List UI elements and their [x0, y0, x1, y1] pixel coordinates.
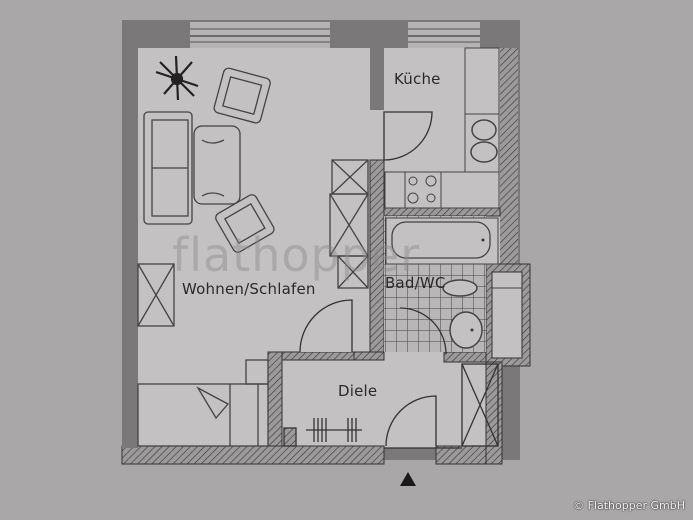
room-label-diele: Diele [338, 382, 378, 400]
room-label-kueche: Küche [394, 70, 441, 88]
plant-icon [155, 55, 199, 101]
room-label-bad: Bad/WC [385, 274, 446, 292]
living-furniture [137, 67, 369, 447]
wall-right-upper [500, 48, 518, 270]
kitchen-fixtures [384, 47, 500, 209]
bathroom [384, 216, 499, 355]
kitchen-door [383, 111, 433, 161]
living-door [299, 299, 353, 353]
windows-top [190, 22, 480, 48]
entrance-arrow-icon [400, 472, 416, 486]
diele-features [283, 363, 499, 449]
room-label-wohnen: Wohnen/Schlafen [182, 280, 316, 298]
copyright-notice: © Flathopper GmbH [573, 499, 685, 512]
interior-walls [267, 48, 501, 449]
